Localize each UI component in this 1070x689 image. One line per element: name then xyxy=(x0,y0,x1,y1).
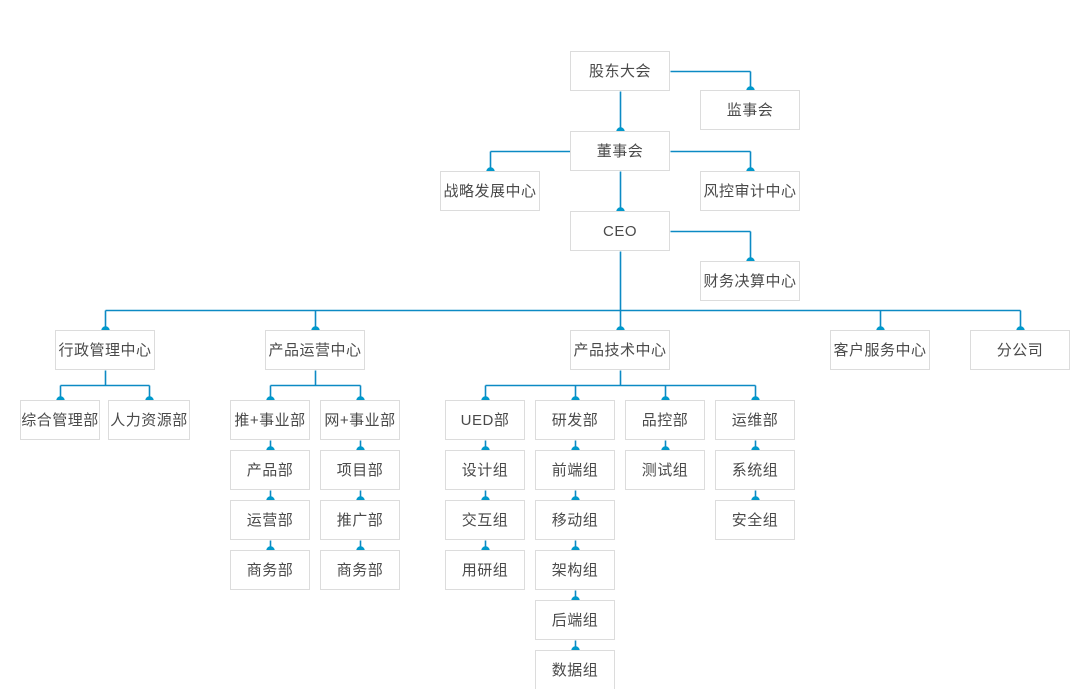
org-node-n12[interactable]: 分公司 xyxy=(970,330,1070,370)
org-node-n5[interactable]: 风控审计中心 xyxy=(700,171,800,211)
org-node-n11[interactable]: 客户服务中心 xyxy=(830,330,930,370)
org-node-label: 移动组 xyxy=(551,511,599,529)
org-node-n36[interactable]: 系统组 xyxy=(715,450,795,490)
org-node-label: 品控部 xyxy=(641,411,689,429)
org-node-label: 产品运营中心 xyxy=(268,341,362,359)
org-node-n9[interactable]: 产品运营中心 xyxy=(265,330,365,370)
org-node-label: 风控审计中心 xyxy=(703,182,797,200)
org-node-label: 系统组 xyxy=(731,461,779,479)
org-node-label: 董事会 xyxy=(596,142,644,160)
org-node-n16[interactable]: 产品部 xyxy=(230,450,310,490)
org-node-label: 商务部 xyxy=(336,561,384,579)
org-node-label: 监事会 xyxy=(726,101,774,119)
org-node-n24[interactable]: 设计组 xyxy=(445,450,525,490)
org-node-label: 交互组 xyxy=(461,511,509,529)
org-node-label: 客户服务中心 xyxy=(833,341,927,359)
org-node-n32[interactable]: 数据组 xyxy=(535,650,615,689)
org-node-n22[interactable]: 商务部 xyxy=(320,550,400,590)
org-node-n13[interactable]: 综合管理部 xyxy=(20,400,100,440)
org-node-n3[interactable]: 董事会 xyxy=(570,131,670,171)
org-node-n17[interactable]: 运营部 xyxy=(230,500,310,540)
org-node-n21[interactable]: 推广部 xyxy=(320,500,400,540)
org-node-label: 推广部 xyxy=(336,511,384,529)
org-node-label: 运营部 xyxy=(246,511,294,529)
org-node-n14[interactable]: 人力资源部 xyxy=(108,400,190,440)
org-node-n20[interactable]: 项目部 xyxy=(320,450,400,490)
org-node-label: 财务决算中心 xyxy=(703,272,797,290)
org-node-n15[interactable]: 推+事业部 xyxy=(230,400,310,440)
org-node-label: 行政管理中心 xyxy=(58,341,152,359)
org-node-n6[interactable]: CEO xyxy=(570,211,670,251)
org-node-label: 商务部 xyxy=(246,561,294,579)
org-node-n37[interactable]: 安全组 xyxy=(715,500,795,540)
org-node-label: 研发部 xyxy=(551,411,599,429)
org-node-label: 设计组 xyxy=(461,461,509,479)
org-node-n28[interactable]: 前端组 xyxy=(535,450,615,490)
org-node-n30[interactable]: 架构组 xyxy=(535,550,615,590)
org-node-n35[interactable]: 运维部 xyxy=(715,400,795,440)
org-node-n34[interactable]: 测试组 xyxy=(625,450,705,490)
org-node-label: 后端组 xyxy=(551,611,599,629)
org-node-n18[interactable]: 商务部 xyxy=(230,550,310,590)
org-node-n4[interactable]: 战略发展中心 xyxy=(440,171,540,211)
org-node-label: 测试组 xyxy=(641,461,689,479)
org-node-label: 产品部 xyxy=(246,461,294,479)
org-node-label: 数据组 xyxy=(551,661,599,679)
org-node-n29[interactable]: 移动组 xyxy=(535,500,615,540)
org-node-label: CEO xyxy=(602,222,637,240)
org-node-n27[interactable]: 研发部 xyxy=(535,400,615,440)
org-node-label: 股东大会 xyxy=(588,62,651,80)
org-node-label: 架构组 xyxy=(551,561,599,579)
org-node-n8[interactable]: 行政管理中心 xyxy=(55,330,155,370)
org-node-label: 推+事业部 xyxy=(234,411,306,429)
org-node-label: 产品技术中心 xyxy=(573,341,667,359)
org-node-n26[interactable]: 用研组 xyxy=(445,550,525,590)
org-node-label: 分公司 xyxy=(996,341,1044,359)
org-node-label: 网+事业部 xyxy=(324,411,396,429)
org-node-n1[interactable]: 股东大会 xyxy=(570,51,670,91)
org-node-label: 前端组 xyxy=(551,461,599,479)
org-node-label: 综合管理部 xyxy=(21,411,99,429)
org-node-n2[interactable]: 监事会 xyxy=(700,90,800,130)
org-node-n19[interactable]: 网+事业部 xyxy=(320,400,400,440)
org-node-n7[interactable]: 财务决算中心 xyxy=(700,261,800,301)
org-node-n31[interactable]: 后端组 xyxy=(535,600,615,640)
org-node-label: 安全组 xyxy=(731,511,779,529)
org-node-n23[interactable]: UED部 xyxy=(445,400,525,440)
org-node-n25[interactable]: 交互组 xyxy=(445,500,525,540)
org-node-label: 人力资源部 xyxy=(110,411,188,429)
org-node-label: 运维部 xyxy=(731,411,779,429)
org-node-n33[interactable]: 品控部 xyxy=(625,400,705,440)
org-node-label: UED部 xyxy=(460,411,510,429)
org-node-label: 项目部 xyxy=(336,461,384,479)
org-node-label: 用研组 xyxy=(461,561,509,579)
org-node-n10[interactable]: 产品技术中心 xyxy=(570,330,670,370)
org-node-label: 战略发展中心 xyxy=(443,182,537,200)
